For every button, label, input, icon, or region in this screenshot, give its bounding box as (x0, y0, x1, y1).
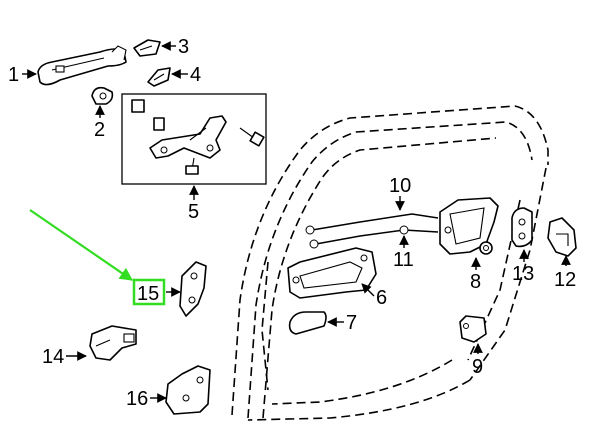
callout-6: 6 (376, 287, 387, 309)
callout-3: 3 (178, 36, 189, 58)
callout-7: 7 (346, 312, 357, 334)
door-hinge-lower-part (165, 365, 211, 415)
callout-13: 13 (512, 263, 534, 285)
callout-10: 10 (389, 175, 411, 197)
callout-14: 14 (42, 346, 64, 368)
lock-cables-part (305, 213, 439, 249)
callout-2: 2 (94, 119, 105, 141)
door-lock-assembly-part (439, 197, 499, 255)
highlight-arrow (29, 209, 134, 281)
outside-handle-part (37, 45, 127, 86)
callout-8: 8 (470, 271, 481, 293)
door-hinge-upper-part (179, 261, 207, 317)
callout-11: 11 (393, 249, 414, 271)
callout-15-highlight-box (132, 278, 166, 306)
callout-12: 12 (554, 269, 576, 291)
callout-9: 9 (472, 356, 483, 378)
handle-bezel-part (288, 311, 327, 335)
latch-bracket-part (459, 315, 487, 343)
gasket-part (147, 67, 171, 87)
door-check-part (89, 325, 137, 361)
handle-pad-part (133, 39, 161, 57)
callout-4: 4 (190, 64, 201, 86)
callout-16: 16 (126, 388, 148, 410)
callout-1: 1 (8, 64, 19, 86)
door-outline (231, 105, 549, 421)
callout-15: 15 (137, 283, 159, 305)
handle-cap-part (91, 86, 114, 105)
inside-handle-part (287, 247, 377, 299)
door-striker-part (547, 217, 577, 257)
striker-plate-part (511, 207, 533, 248)
callout-5: 5 (188, 201, 199, 223)
handle-frame-box (121, 93, 267, 185)
